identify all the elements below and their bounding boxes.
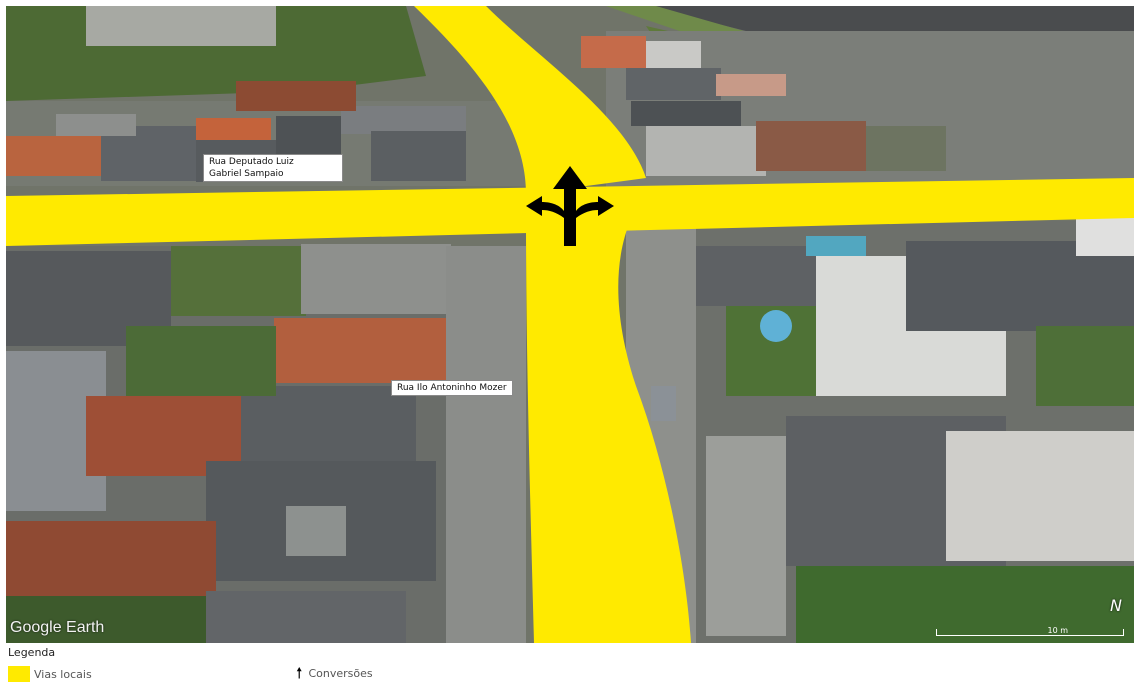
scale-bar: 10 m [936,626,1124,639]
google-earth-watermark: Google Earth [10,619,105,636]
aerial-map: Rua Deputado Luiz Gabriel Sampaio Rua Il… [6,6,1134,643]
legend: Legenda Vias locais 🠕 Conversões [8,646,1128,684]
turn-arrow-icon [526,166,614,246]
street-label-rua-deputado-luiz-gabriel-sampaio: Rua Deputado Luiz Gabriel Sampaio [203,154,343,182]
north-arrow-icon: N [1110,596,1122,615]
yellow-swatch-icon [8,666,30,682]
up-arrow-icon: 🠕 [296,664,303,682]
legend-item-conversions: 🠕 Conversões [296,664,373,682]
legend-item-local-roads: Vias locais [8,666,92,682]
legend-title: Legenda [8,646,56,659]
scale-text: 10 m [1047,626,1068,635]
legend-label-local-roads: Vias locais [34,667,92,681]
legend-label-conversions: Conversões [308,666,373,680]
map-imagery [6,6,1134,643]
street-label-rua-ilo-antoninho-mozer: Rua Ilo Antoninho Mozer [391,380,513,396]
